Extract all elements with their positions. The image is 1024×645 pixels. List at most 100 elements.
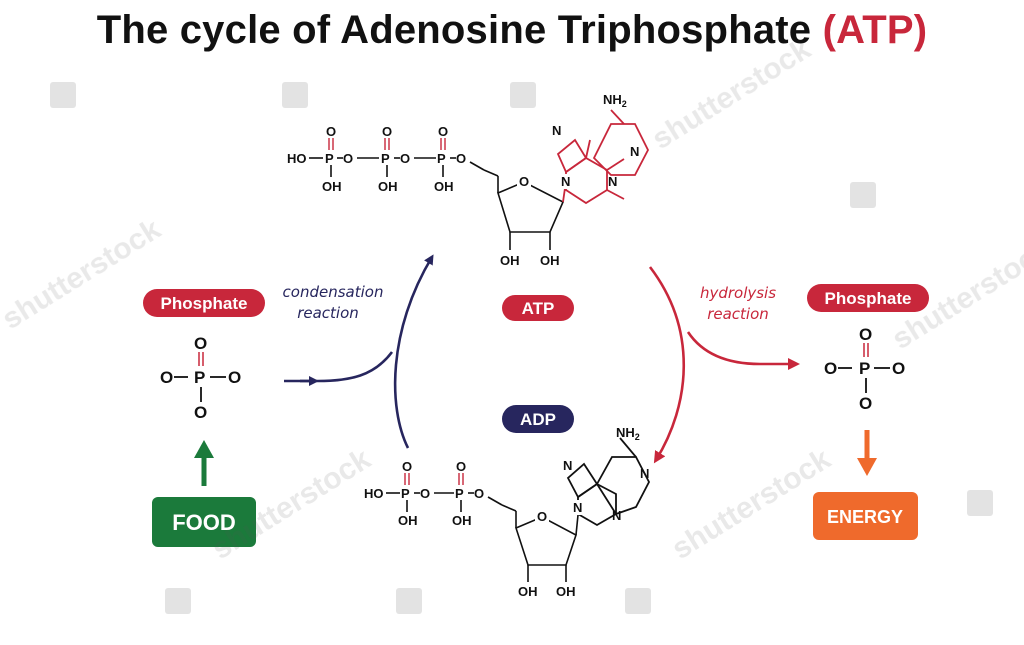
adp-oh2: OH — [452, 513, 472, 528]
food-label: FOOD — [172, 510, 236, 535]
phosphate-right-molecule: O O P O O — [824, 325, 905, 413]
atp-o-top2: O — [382, 124, 392, 139]
energy-box-bg — [813, 492, 918, 540]
atp-o-top3: O — [438, 124, 448, 139]
adp-o-bridge1: O — [420, 486, 430, 501]
adp-adenine-atoms: N N N N NH2 — [563, 425, 649, 523]
wm-square-3 — [510, 82, 536, 108]
adp-ring-o-bg — [535, 508, 549, 523]
adp-oh-right: OH — [556, 584, 576, 599]
energy-box: ENERGY — [813, 492, 918, 540]
adp-p1: P — [401, 486, 410, 501]
food-box: FOOD — [152, 497, 256, 547]
atp-phosphate-bonds — [309, 157, 485, 177]
adp-ring-o: O — [537, 509, 547, 524]
atp-n3: N — [608, 174, 617, 189]
wm-square-6 — [165, 588, 191, 614]
atp-badge-label: ATP — [522, 299, 555, 318]
title-accent: (ATP) — [823, 8, 928, 52]
phosphate-right-bonds — [838, 367, 890, 393]
title-atp: ATP — [836, 8, 914, 52]
atp-p2: P — [381, 151, 390, 166]
phosphate-right-atoms: O O P O O — [824, 325, 905, 413]
condensation-arrow — [393, 254, 434, 449]
atp-n7: N — [552, 123, 561, 138]
adp-n7: N — [563, 458, 572, 473]
wm-square-5 — [967, 490, 993, 516]
title-paren-open: ( — [822, 8, 837, 52]
atp-n1: N — [630, 144, 639, 159]
atp-o-bridge2: O — [400, 151, 410, 166]
condensation-label-line1: condensation — [283, 283, 384, 301]
phosphate-right-o-bottom: O — [859, 394, 872, 413]
food-box-bg — [152, 497, 256, 547]
watermark-squares — [50, 82, 993, 614]
atp-n9-bg — [560, 174, 574, 189]
phosphate-right-o-top: O — [859, 325, 872, 344]
phosphate-left-badge-bg — [143, 289, 265, 317]
atp-oh-left: OH — [500, 253, 520, 268]
hydrolysis-label-line1: hydrolysis — [700, 284, 776, 302]
atp-molecule: HO P O P O P O O O O OH OH OH O OH OH — [287, 92, 650, 268]
adp-phosphate-bonds — [386, 492, 503, 512]
adp-nh2: NH2 — [616, 425, 640, 442]
atp-phosphate-atoms: HO P O P O P O O O O OH OH OH — [287, 124, 466, 194]
phosphate-right-badge-bg — [807, 284, 929, 312]
energy-arrow-head — [857, 458, 877, 476]
atp-ring-o: O — [519, 174, 529, 189]
atp-ribose-atoms: O OH OH — [500, 174, 560, 268]
phosphate-left-p: P — [194, 368, 205, 387]
phosphate-left-o-bottom: O — [194, 403, 207, 422]
adp-oh1: OH — [398, 513, 418, 528]
adp-n9-bg — [572, 500, 586, 515]
wm-square-1 — [50, 82, 76, 108]
atp-o-bridge3: O — [456, 151, 466, 166]
adp-n1: N — [640, 466, 649, 481]
atp-nh2: NH2 — [603, 92, 627, 109]
adp-o-top2: O — [456, 459, 466, 474]
wm-square-2 — [282, 82, 308, 108]
adp-n3: N — [612, 508, 621, 523]
atp-double-bonds — [328, 138, 446, 150]
wm-square-8 — [625, 588, 651, 614]
phosphate-in-arrow — [284, 351, 394, 383]
atp-adenine-extra — [592, 123, 650, 176]
atp-badge: ATP — [502, 295, 574, 321]
food-arrow-head — [194, 440, 214, 458]
watermark-4: shutterstock — [666, 442, 836, 566]
watermark-1: shutterstock — [646, 32, 816, 156]
adp-badge-bg — [502, 405, 574, 433]
phosphate-right-o-right: O — [892, 359, 905, 378]
phosphate-left-o-right: O — [228, 368, 241, 387]
atp-oh1: OH — [322, 179, 342, 194]
food-arrow — [194, 440, 214, 486]
atp-o-top1: O — [326, 124, 336, 139]
phosphate-left-atoms: O O P O O — [160, 334, 241, 422]
phosphate-left-label: Phosphate — [161, 294, 248, 313]
phosphate-right-double — [863, 343, 869, 357]
condensation-label-line2: reaction — [297, 304, 359, 322]
title-main: The cycle of Adenosine Triphosphate — [96, 8, 812, 52]
watermark-2: shutterstock — [0, 212, 167, 336]
adp-ribose-atoms: O OH OH — [518, 509, 576, 599]
phosphate-right-o-left: O — [824, 359, 837, 378]
adp-badge-label: ADP — [520, 410, 556, 429]
atp-oh3: OH — [434, 179, 454, 194]
phosphate-left-double — [198, 352, 204, 366]
phosphate-left-o-top: O — [194, 334, 207, 353]
hydrolysis-label-line2: reaction — [707, 305, 769, 323]
atp-oh2: OH — [378, 179, 398, 194]
phosphate-left-molecule: O O P O O — [160, 334, 241, 422]
atp-o-bridge1: O — [343, 151, 353, 166]
adp-phosphate-atoms: HO P O P O O O OH OH — [364, 459, 484, 528]
energy-label: ENERGY — [827, 507, 903, 527]
atp-p3: P — [437, 151, 446, 166]
phosphate-right-label: Phosphate — [825, 289, 912, 308]
adp-molecule: HO P O P O O O OH OH O OH OH — [364, 425, 651, 599]
wm-square-4 — [850, 182, 876, 208]
condensation-arrows — [284, 254, 434, 449]
phosphate-right-p: P — [859, 359, 870, 378]
atp-badge-bg — [502, 295, 574, 321]
title-paren-close: ) — [913, 8, 928, 52]
